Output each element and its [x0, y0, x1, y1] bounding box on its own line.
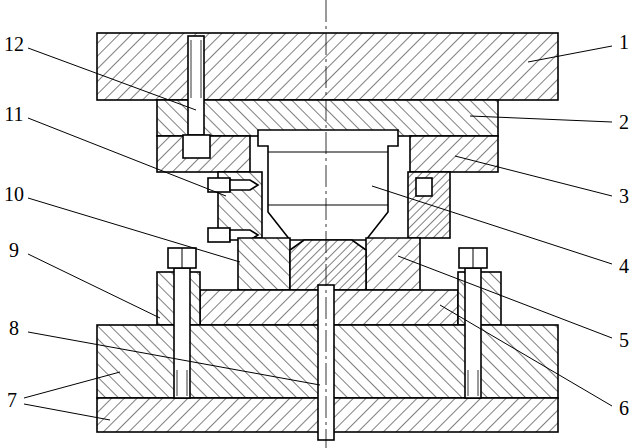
bolt	[174, 268, 190, 398]
leader-lines	[24, 46, 612, 420]
workpiece	[290, 240, 366, 290]
callout-number: 3	[619, 186, 629, 206]
callout-number: 7	[7, 390, 17, 410]
callout-number: 11	[4, 104, 23, 124]
die	[366, 238, 420, 290]
set-screw	[208, 228, 230, 242]
callout-number: 1	[619, 32, 629, 52]
punch	[258, 130, 398, 240]
callout-number: 2	[619, 112, 629, 132]
callout-number: 6	[619, 398, 629, 418]
bolt	[465, 268, 481, 398]
set-screw	[416, 178, 432, 196]
callout-number: 10	[4, 184, 24, 204]
callout-number: 5	[619, 330, 629, 350]
callout-number: 4	[619, 256, 629, 276]
upper-plate	[97, 33, 558, 100]
punch-holder	[410, 136, 498, 172]
callout-number: 9	[9, 240, 19, 260]
die	[238, 238, 290, 290]
centre-line	[326, 0, 327, 448]
callout-number: 12	[4, 34, 24, 54]
punch-holder	[157, 136, 250, 172]
bolt	[188, 36, 204, 135]
callout-number: 8	[9, 318, 19, 338]
